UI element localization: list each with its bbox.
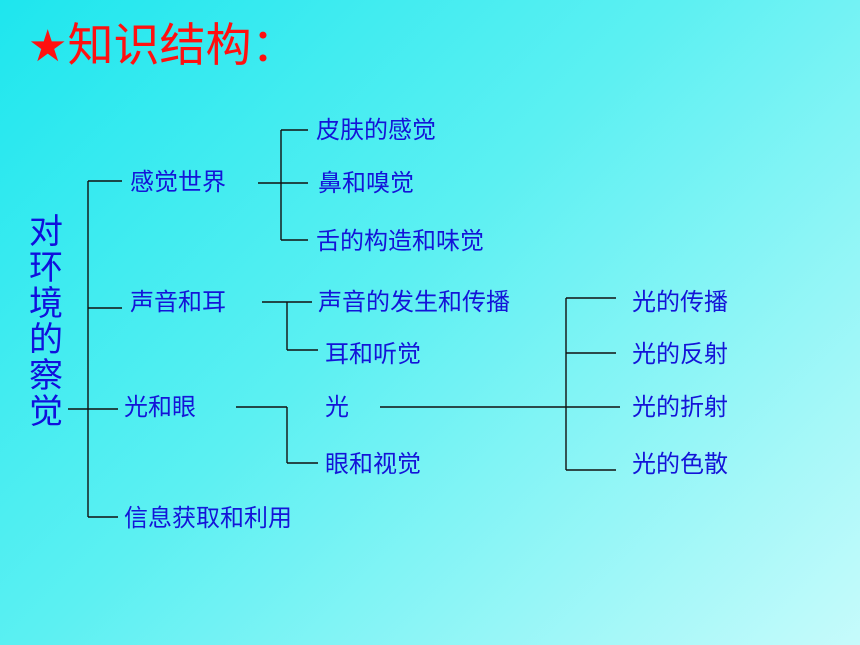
slide-title: ★知识结构：: [28, 22, 297, 69]
node-sound-ear: 声音和耳: [130, 288, 226, 316]
root-char: 的: [29, 320, 63, 360]
root-node: 对 环 境 的 察 觉: [26, 214, 66, 430]
node-light-eye: 光和眼: [124, 393, 196, 421]
root-char: 对: [29, 212, 63, 252]
star-icon: ★: [28, 21, 68, 72]
node-ear-hearing: 耳和听觉: [325, 340, 421, 368]
node-light-reflection: 光的反射: [632, 340, 728, 368]
title-text: 知识结构：: [67, 18, 298, 72]
node-info-acquisition: 信息获取和利用: [124, 504, 292, 532]
node-light: 光: [325, 393, 349, 421]
node-nose-smell: 鼻和嗅觉: [318, 169, 414, 197]
node-feeling-world: 感觉世界: [130, 168, 226, 196]
node-skin-feeling: 皮肤的感觉: [316, 116, 436, 144]
node-light-dispersion: 光的色散: [632, 450, 728, 478]
node-sound-production: 声音的发生和传播: [318, 288, 510, 316]
root-char: 环: [29, 248, 63, 288]
root-char: 境: [29, 284, 63, 324]
node-light-refraction: 光的折射: [632, 393, 728, 421]
node-eye-vision: 眼和视觉: [325, 450, 421, 478]
root-char: 觉: [29, 392, 63, 432]
node-tongue-taste: 舌的构造和味觉: [316, 227, 484, 255]
node-light-propagation: 光的传播: [632, 288, 728, 316]
root-char: 察: [29, 356, 63, 396]
